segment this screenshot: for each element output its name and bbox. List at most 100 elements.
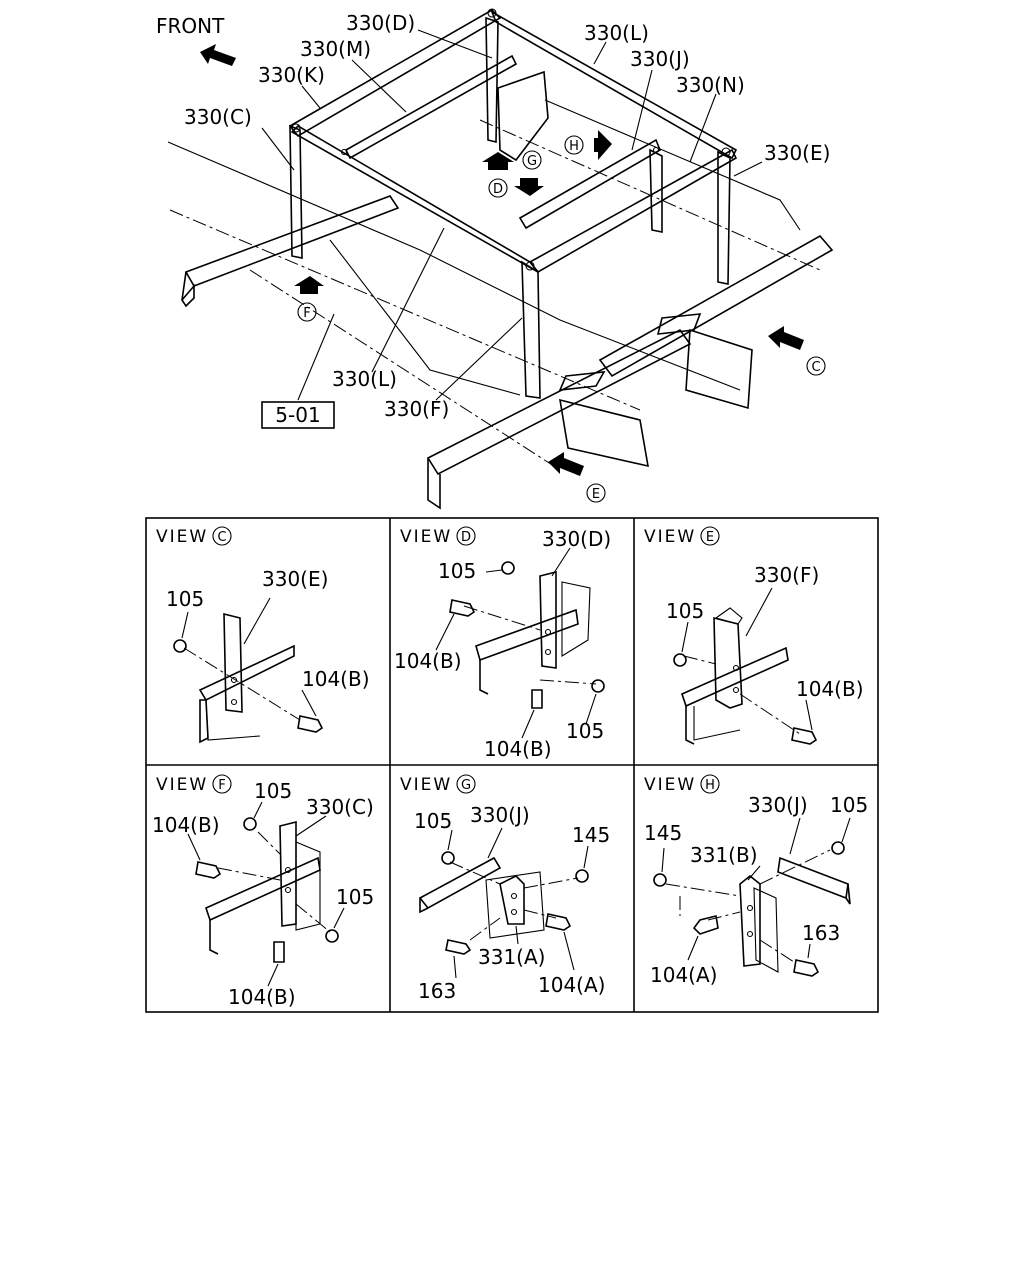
label-330j: 330(J) xyxy=(748,793,808,817)
label-145: 145 xyxy=(644,821,682,845)
label-104b: 104(B) xyxy=(152,813,220,837)
bolt-icon xyxy=(791,727,818,745)
label-104b-lower: 104(B) xyxy=(484,737,552,761)
centerline xyxy=(249,269,561,471)
nut-icon xyxy=(653,873,667,887)
arrow-left-icon xyxy=(768,326,804,350)
label-105-lower: 105 xyxy=(566,719,604,743)
arrow-up-icon xyxy=(294,276,324,294)
callout-330f: 330(F) xyxy=(384,397,449,421)
view-marker-h: H xyxy=(569,139,579,154)
bolt-icon xyxy=(273,941,285,963)
panel-view-d: VIEW D 330(D) 105 104(B) 104(B) 105 xyxy=(394,526,611,761)
label-104b-lower: 104(B) xyxy=(228,985,296,1009)
main-assembly-view: FRONT xyxy=(156,8,834,510)
label-145: 145 xyxy=(572,823,610,847)
label-330j: 330(J) xyxy=(470,803,530,827)
panel-title-letter: G xyxy=(461,778,471,793)
label-330f: 330(F) xyxy=(754,563,819,587)
nut-icon xyxy=(591,679,605,693)
stand-frame xyxy=(288,8,738,399)
label-105-lower: 105 xyxy=(336,885,374,909)
callout-330e: 330(E) xyxy=(764,141,830,165)
chassis-outline xyxy=(544,99,801,231)
label-163: 163 xyxy=(802,921,840,945)
chassis-outline xyxy=(167,141,741,391)
panel-title-prefix: VIEW xyxy=(156,775,208,795)
label-105: 105 xyxy=(666,599,704,623)
front-arrow-icon xyxy=(200,44,236,66)
bolt-icon xyxy=(692,915,719,935)
view-marker-e: E xyxy=(592,487,600,502)
ref-box-label: 5-01 xyxy=(275,403,320,427)
callout-330l-top: 330(L) xyxy=(584,21,649,45)
nut-icon xyxy=(173,639,187,653)
nut-icon xyxy=(441,851,455,865)
detail-view-grid: VIEW C 330(E) 105 104(B) VIEW D xyxy=(145,517,879,1013)
label-105: 105 xyxy=(438,559,476,583)
panel-view-f: VIEW F 105 330(C) 104(B) 105 xyxy=(152,774,374,1009)
panel-view-g: VIEW G 105 330(J) 145 xyxy=(400,774,610,1003)
panel-title-prefix: VIEW xyxy=(644,775,696,795)
label-331a: 331(A) xyxy=(478,945,545,969)
ref-box-frame xyxy=(261,401,335,429)
panel-title-letter: D xyxy=(461,530,471,545)
panel-title-letter: F xyxy=(218,778,225,793)
arrow-left-icon xyxy=(548,452,584,476)
callout-330c: 330(C) xyxy=(184,105,252,129)
right-cross-member xyxy=(598,234,834,410)
label-104a: 104(A) xyxy=(538,973,605,997)
label-105: 105 xyxy=(830,793,868,817)
nut-icon xyxy=(673,653,687,667)
label-331b: 331(B) xyxy=(690,843,758,867)
label-330c: 330(C) xyxy=(306,795,374,819)
view-marker-c: C xyxy=(811,360,820,375)
callout-330j: 330(J) xyxy=(630,47,690,71)
view-marker-g: G xyxy=(527,154,537,169)
callout-330m: 330(M) xyxy=(300,37,371,61)
label-104b: 104(B) xyxy=(394,649,462,673)
panel-view-h: VIEW H 330(J) 105 14 xyxy=(644,774,868,987)
panel-title-prefix: VIEW xyxy=(644,527,696,547)
arrow-up-icon xyxy=(482,152,514,170)
nut-icon xyxy=(501,561,515,575)
callout-330l-bottom: 330(L) xyxy=(332,367,397,391)
chassis-outline xyxy=(329,239,521,396)
panel-title-letter: E xyxy=(706,530,714,545)
label-104a: 104(A) xyxy=(650,963,717,987)
arrow-right-icon xyxy=(594,130,612,160)
leader-lines xyxy=(261,29,763,401)
bolt-icon xyxy=(445,939,472,955)
label-330d: 330(D) xyxy=(542,527,611,551)
bolt-icon xyxy=(545,913,572,931)
panel-title-prefix: VIEW xyxy=(156,527,208,547)
label-104b: 104(B) xyxy=(302,667,370,691)
front-label: FRONT xyxy=(156,14,225,38)
arrow-down-icon xyxy=(514,178,544,196)
nut-icon xyxy=(325,929,339,943)
callout-330n: 330(N) xyxy=(676,73,745,97)
view-marker-f: F xyxy=(303,306,310,321)
label-105: 105 xyxy=(254,779,292,803)
panel-title-letter: C xyxy=(217,530,226,545)
nut-icon xyxy=(831,841,845,855)
bolt-icon xyxy=(793,959,820,977)
label-105: 105 xyxy=(414,809,452,833)
left-cross-member xyxy=(180,195,400,308)
nut-icon xyxy=(575,869,589,883)
bolt-icon xyxy=(297,715,324,733)
bolt-icon xyxy=(531,689,543,709)
panel-title-prefix: VIEW xyxy=(400,527,452,547)
centerline xyxy=(169,209,641,411)
view-arrows xyxy=(294,130,804,476)
panel-view-e: VIEW E 330(F) 105 104(B) xyxy=(644,526,864,745)
label-330e: 330(E) xyxy=(262,567,328,591)
nut-icon xyxy=(243,817,257,831)
callout-330d: 330(D) xyxy=(346,11,415,35)
label-163: 163 xyxy=(418,979,456,1003)
panel-view-c: VIEW C 330(E) 105 104(B) xyxy=(156,526,370,744)
label-105: 105 xyxy=(166,587,204,611)
panel-title-letter: H xyxy=(705,778,715,793)
view-marker-d: D xyxy=(493,182,503,197)
